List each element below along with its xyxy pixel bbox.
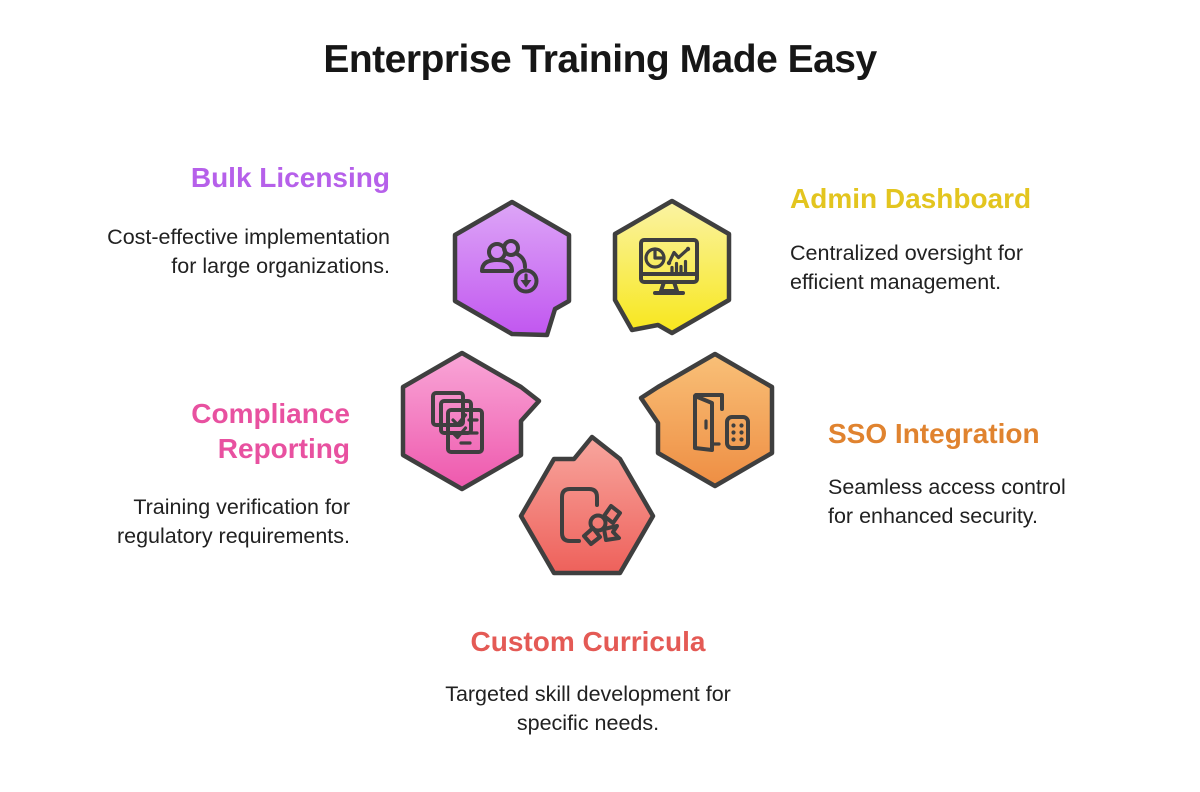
- certificate-ribbon-icon: [560, 487, 622, 546]
- checklist-documents-icon: [431, 391, 484, 454]
- badge-sso-integration: [638, 351, 775, 489]
- badge-compliance-reporting: [400, 350, 542, 492]
- users-download-icon: [480, 239, 539, 294]
- description-admin-dashboard: Centralized oversight for efficient mana…: [790, 241, 1024, 294]
- badge-bulk-licensing: [452, 199, 572, 338]
- label-compliance-reporting: Compliance Reporting: [191, 398, 350, 464]
- dashboard-monitor-icon: [639, 238, 699, 295]
- description-custom-curricula: Targeted skill development for specific …: [445, 682, 731, 735]
- description-compliance-reporting: Training verification for regulatory req…: [116, 495, 350, 548]
- badge-custom-curricula: [518, 434, 656, 576]
- hexagon-custom-curricula: [518, 434, 656, 576]
- description-sso-integration: Seamless access control for enhanced sec…: [828, 475, 1066, 528]
- label-sso-integration: SSO Integration: [828, 418, 1040, 449]
- door-keypad-icon: [693, 393, 750, 452]
- page-title: Enterprise Training Made Easy: [323, 38, 877, 81]
- description-bulk-licensing: Cost-effective implementation for large …: [107, 225, 390, 278]
- label-bulk-licensing: Bulk Licensing: [190, 162, 390, 193]
- badge-admin-dashboard: [612, 198, 732, 336]
- label-admin-dashboard: Admin Dashboard: [790, 183, 1032, 214]
- label-custom-curricula: Custom Curricula: [470, 626, 706, 657]
